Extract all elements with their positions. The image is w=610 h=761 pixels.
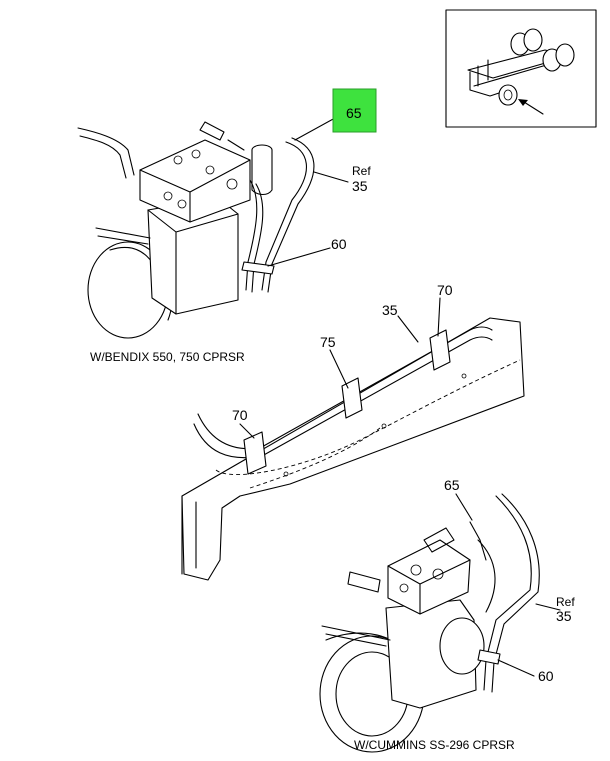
callout-35-top: 35	[352, 178, 368, 194]
cummins-compressor-assembly	[319, 493, 561, 753]
callout-60-top: 60	[331, 236, 347, 252]
caption-cummins: W/CUMMINS SS-296 CPRSR	[354, 738, 515, 752]
locator-inset	[445, 9, 597, 128]
callout-65-bottom: 65	[444, 477, 460, 493]
truck-chassis-thumbnail	[467, 28, 575, 115]
callout-ref-bottom: Ref	[556, 595, 575, 609]
callout-75-mid: 75	[320, 334, 336, 350]
callout-65-top: 65	[346, 105, 362, 121]
callout-70-mid-left: 70	[232, 407, 248, 423]
callout-35-mid: 35	[382, 302, 398, 318]
caption-bendix: W/BENDIX 550, 750 CPRSR	[90, 350, 245, 364]
callout-ref-top: Ref	[352, 164, 371, 178]
callout-70-mid-right: 70	[437, 282, 453, 298]
highlight-callout-65	[332, 88, 377, 133]
callout-35-bottom: 35	[556, 608, 572, 624]
bendix-compressor-assembly	[77, 117, 349, 339]
frame-rail-assembly	[181, 297, 525, 581]
callout-60-bottom: 60	[538, 668, 554, 684]
locator-arrow-icon	[518, 99, 528, 106]
